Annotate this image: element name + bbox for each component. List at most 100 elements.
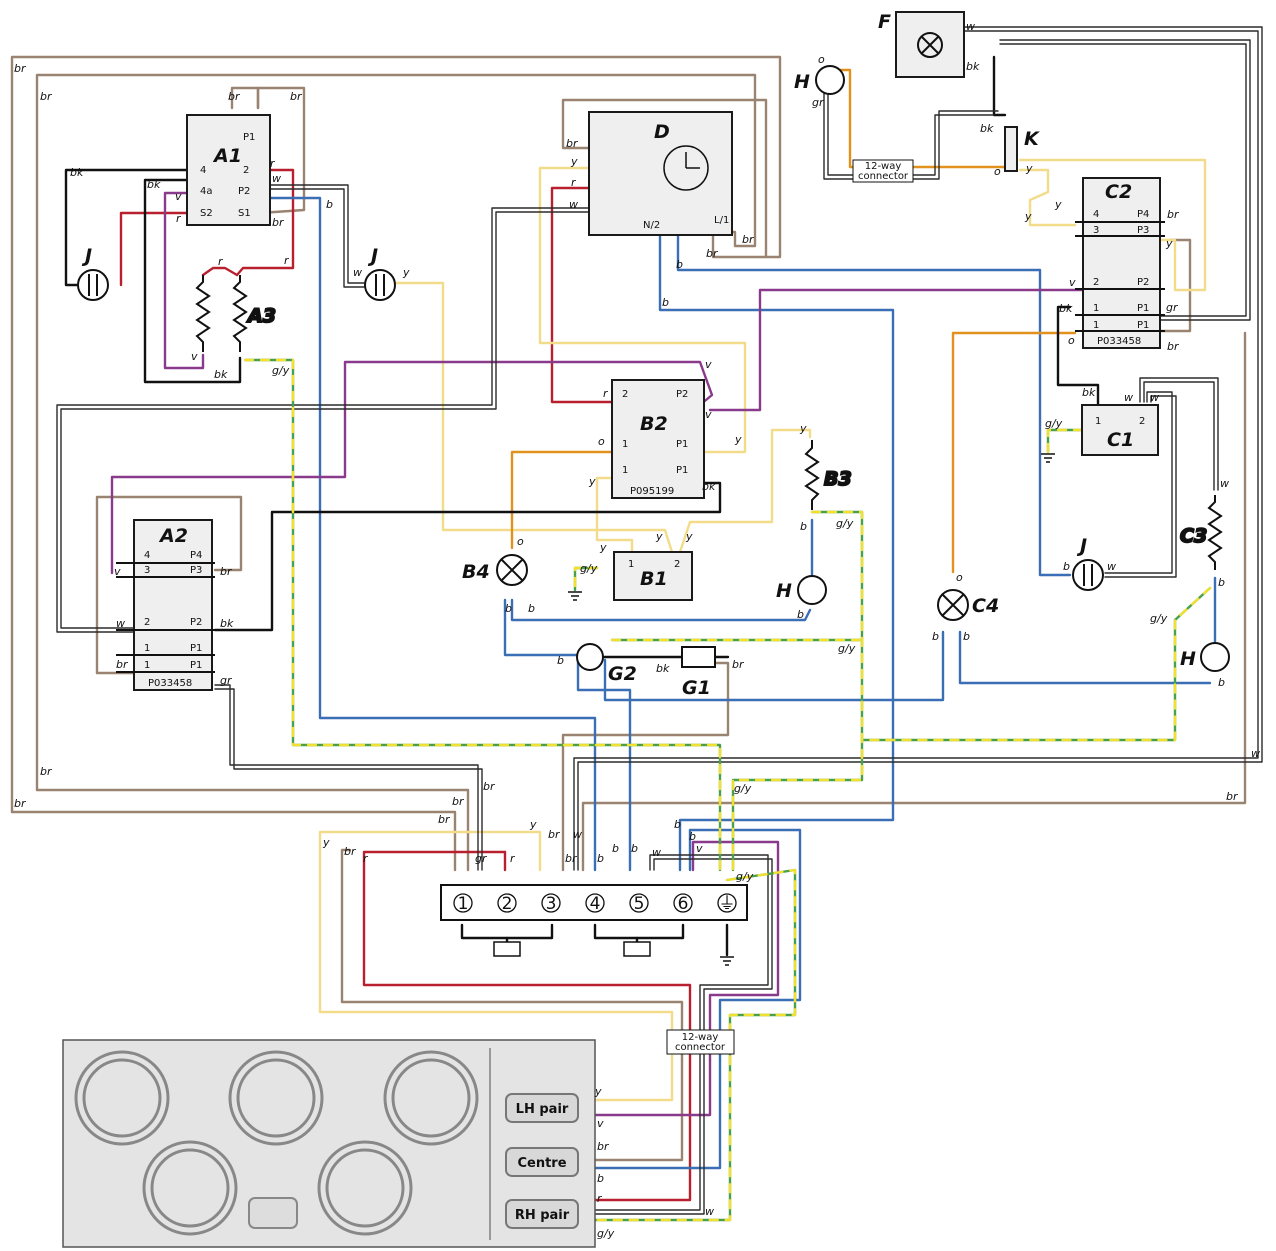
svg-text:P4: P4 [1137,209,1149,220]
wire-code-label: y [588,475,596,488]
wire-code-label: br [40,90,53,103]
component-D: D N/2 L/1 [588,111,733,236]
connector-12way-top: 12-way connector [852,159,914,183]
svg-text:A2: A2 [158,525,188,547]
svg-text:1: 1 [1093,303,1099,314]
svg-text:4: 4 [200,165,206,176]
svg-text:1: 1 [1093,320,1099,331]
wire-code-label: b [797,608,804,621]
terminal-5 [629,893,649,913]
wire-code-label: g/y [1150,612,1168,625]
hob-button-rh-pair[interactable]: RH pair [505,1199,579,1229]
terminal-4 [585,893,605,913]
svg-text:2: 2 [1139,416,1145,427]
wire-code-label: y [594,1085,602,1098]
svg-text:D: D [654,121,670,143]
earth-wires [243,358,1212,1222]
svg-text:S2: S2 [200,208,213,219]
wire-code-label: w [966,20,975,33]
svg-text:N/2: N/2 [643,220,660,231]
component-G1: G1 [681,646,716,699]
svg-text:1: 1 [144,643,150,654]
component-F: F [878,11,965,78]
wire-code-label: y [685,530,693,543]
element-A3: A3 [195,275,277,352]
wire-code-label: w [573,828,582,841]
wire-code-label: v [1069,276,1076,289]
wire-code-label: w [272,172,281,185]
component-C1: C1 1 2 [1081,404,1159,456]
svg-text:A1: A1 [212,145,242,167]
svg-text:2: 2 [674,559,680,570]
wire-code-label: b [963,630,970,643]
lamp-C4: C4 [937,589,999,621]
wire-code-label: gr [475,852,488,865]
svg-text:connector: connector [675,1042,726,1053]
svg-text:3: 3 [1093,225,1099,236]
wire-code-label: bk [1082,386,1096,399]
svg-text:L/1: L/1 [714,215,729,226]
svg-text:1: 1 [622,465,628,476]
svg-text:J: J [1076,535,1087,557]
terminal-6 [673,893,693,913]
capacitor-J [77,269,1104,591]
svg-text:S1: S1 [238,208,251,219]
element-C3: C3 [1179,495,1223,570]
wire-code-label: v [191,350,198,363]
svg-text:P2: P2 [190,617,202,628]
wire-code-label: bk [980,122,994,135]
hob-button-centre[interactable]: Centre [505,1147,579,1177]
wire-code-label: r [284,254,290,267]
wire-code-label: br [1167,340,1180,353]
svg-text:connector: connector [858,171,909,182]
svg-text:12-way: 12-way [865,161,902,172]
wire-code-label: gr [812,96,825,109]
indicator-H-labels: H H H [776,71,1196,670]
wire-code-label: br [732,658,745,671]
svg-text:Centre: Centre [517,1156,566,1171]
wire-code-label: br [272,216,285,229]
wire-code-label: r [571,176,577,189]
wire-code-label: b [1063,560,1070,573]
wire-code-label: o [517,535,524,548]
svg-text:P4: P4 [190,550,202,561]
wire-code-label: w [1251,747,1260,760]
svg-text:C4: C4 [972,595,999,617]
wire-code-label: r [218,255,224,268]
wire-code-label: bk [656,662,670,675]
svg-text:P3: P3 [1137,225,1149,236]
wire-code-label: y [322,836,330,849]
element-B3: B3 [804,440,853,510]
svg-text:1: 1 [1095,416,1101,427]
wire-code-label: b [1218,676,1225,689]
indicator-H [797,65,1230,672]
hob-button-lh-pair[interactable]: LH pair [505,1093,579,1123]
svg-text:3: 3 [144,565,150,576]
svg-text:P1: P1 [190,660,202,671]
wire-code-label: b [597,852,604,865]
svg-text:2: 2 [144,617,150,628]
wire-code-label: gr [1166,301,1179,314]
svg-text:4: 4 [144,550,150,561]
wire-code-label: b [505,602,512,615]
svg-text:P033458: P033458 [1097,336,1141,347]
wire-code-label: y [402,266,410,279]
wire-code-label: b [326,198,333,211]
wire-code-label: g/y [597,1227,615,1240]
wire-code-label: y [799,422,807,435]
wire-code-label: br [1226,790,1239,803]
svg-text:P3: P3 [190,565,202,576]
wire-code-label: o [598,435,605,448]
svg-text:P1: P1 [1137,303,1149,314]
wire-code-label: bk [70,166,84,179]
terminal-2 [497,893,517,913]
wire-code-label: br [228,90,241,103]
wire-code-label: v [705,358,712,371]
connector-12way-bottom: 12-way connector [666,1029,735,1055]
terminal-label: 3 [546,894,557,914]
wire-code-label: v [597,1117,604,1130]
wire-code-label: w [652,846,661,859]
component-B2: B2 2 1 1 P2 P1 P1 P095199 [611,379,705,499]
